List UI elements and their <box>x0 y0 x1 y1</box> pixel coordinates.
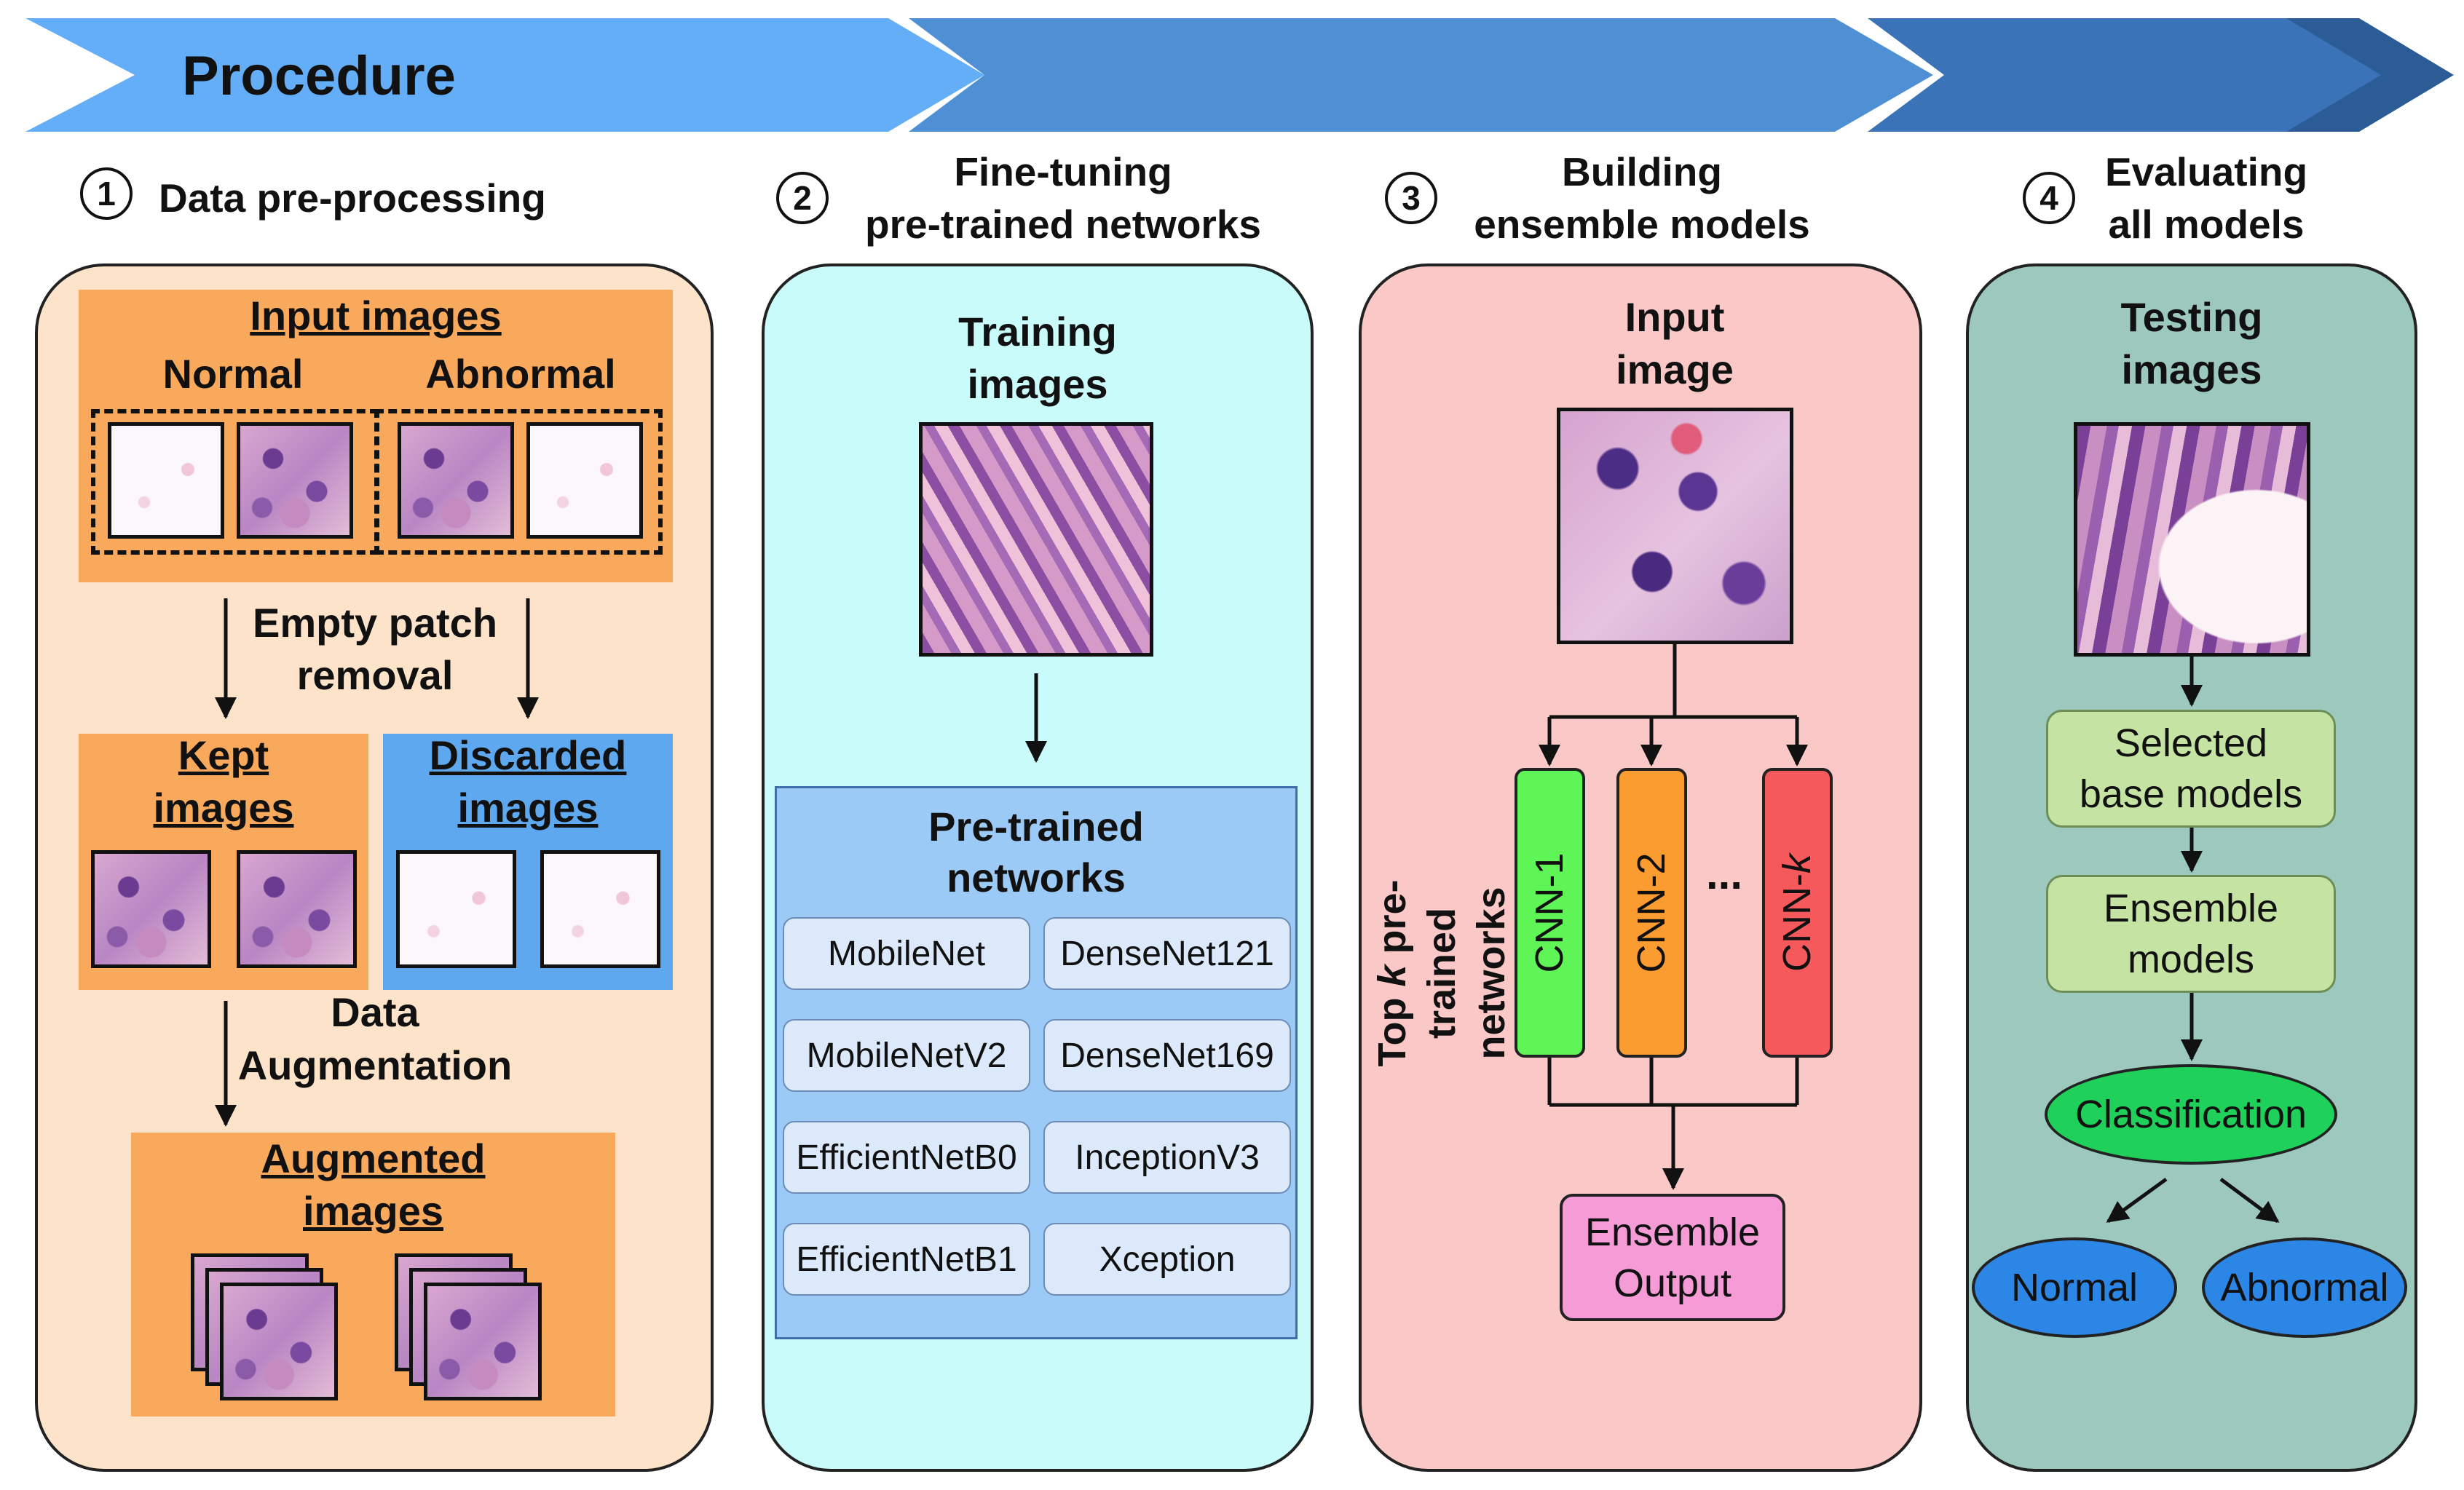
step-2-title-line-1: Fine-tuning <box>954 149 1172 194</box>
network-inceptionv3: InceptionV3 <box>1043 1121 1291 1194</box>
kept-label-line-1: Kept <box>178 732 269 778</box>
input-abnormal-image-1 <box>398 422 514 539</box>
pretrained-title-line-1: Pre-trained <box>928 804 1144 849</box>
discarded-image-2 <box>540 850 660 968</box>
step-4-title-line-1: Evaluating <box>2104 149 2308 194</box>
augmented-stack-2-front <box>424 1283 542 1400</box>
cnn-2-block <box>1616 768 1687 1058</box>
step-3-title-line-2: ensemble models <box>1474 202 1810 247</box>
kept-label-line-2: images <box>153 785 294 831</box>
selected-base-models-line-2: base models <box>2079 772 2303 816</box>
classification-node: Classification <box>2045 1064 2337 1165</box>
abnormal-label: Abnormal <box>425 351 616 397</box>
network-efficientnetb1: EfficientNetB1 <box>783 1223 1030 1296</box>
data-augmentation-line-1: Data <box>331 989 419 1035</box>
step-4-number: 4 <box>2023 172 2075 224</box>
step-1-title: Data pre-processing <box>159 175 546 221</box>
network-xception: Xception <box>1043 1223 1291 1296</box>
step-3-number: 3 <box>1385 172 1437 224</box>
normal-result-node: Normal <box>1972 1237 2177 1338</box>
banner-segment-1 <box>25 18 984 132</box>
step-3-title-line-1: Building <box>1562 149 1722 194</box>
abnormal-result-node: Abnormal <box>2202 1237 2407 1338</box>
arrow-classification-to-abnormal <box>2219 1177 2280 1224</box>
training-image <box>919 422 1153 657</box>
input-image-line-2: image <box>1616 346 1734 392</box>
banner-title: Procedure <box>182 45 456 107</box>
banner-segment-2 <box>909 18 1933 132</box>
augmented-label-line-1: Augmented <box>261 1136 486 1181</box>
discarded-image-1 <box>396 850 516 968</box>
cnn-1-block <box>1515 768 1585 1058</box>
ensemble-output-line-1: Ensemble <box>1584 1210 1761 1254</box>
network-densenet121: DenseNet121 <box>1043 917 1291 990</box>
discarded-label-line-1: Discarded <box>429 732 627 778</box>
empty-patch-removal-line-2: removal <box>296 652 454 698</box>
testing-image <box>2074 422 2310 657</box>
ensemble-models-box: Ensemble models <box>2046 875 2336 993</box>
ensemble-output-line-2: Output <box>1613 1261 1732 1305</box>
input-normal-image-2 <box>237 422 353 539</box>
cnn-k-block <box>1762 768 1833 1058</box>
step-4-title-line-2: all models <box>2108 202 2305 247</box>
banner-segment-3 <box>1868 18 2381 132</box>
kept-image-2 <box>237 850 357 968</box>
augmented-label-line-2: images <box>303 1188 443 1234</box>
ensemble-output-box: Ensemble Output <box>1560 1194 1785 1321</box>
arrow-classification-to-normal <box>2106 1177 2168 1224</box>
normal-label: Normal <box>162 351 304 397</box>
pretrained-title-line-2: networks <box>947 855 1126 900</box>
ensemble-models-line-2: models <box>2127 938 2255 981</box>
abnormal-group-frame <box>375 409 663 555</box>
network-mobilenet: MobileNet <box>783 917 1030 990</box>
ensemble-models-line-1: Ensemble <box>2103 887 2279 930</box>
step-2-title-line-2: pre-trained networks <box>864 202 1261 247</box>
testing-images-line-1: Testing <box>2120 294 2263 340</box>
data-augmentation-line-2: Augmentation <box>237 1042 513 1088</box>
selected-base-models-line-1: Selected <box>2114 721 2268 765</box>
network-mobilenetv2: MobileNetV2 <box>783 1019 1030 1092</box>
selected-base-models-box: Selected base models <box>2046 710 2336 828</box>
network-efficientnetb0: EfficientNetB0 <box>783 1121 1030 1194</box>
testing-images-line-2: images <box>2121 346 2262 392</box>
training-images-line-1: Training <box>958 309 1117 354</box>
discarded-label-line-2: images <box>457 785 599 831</box>
input-image-line-1: Input <box>1624 294 1725 340</box>
network-densenet169: DenseNet169 <box>1043 1019 1291 1092</box>
kept-image-1 <box>91 850 211 968</box>
augmented-stack-1-front <box>220 1283 338 1400</box>
input-images-label: Input images <box>250 293 502 338</box>
input-image <box>1557 408 1793 644</box>
empty-patch-removal-line-1: Empty patch <box>252 600 498 646</box>
input-normal-image-1 <box>108 422 224 539</box>
step-1-number: 1 <box>80 167 133 220</box>
step-2-number: 2 <box>776 172 829 224</box>
input-abnormal-image-2 <box>526 422 643 539</box>
training-images-line-2: images <box>967 361 1108 407</box>
cnn-ellipsis: ... <box>1705 849 1742 898</box>
